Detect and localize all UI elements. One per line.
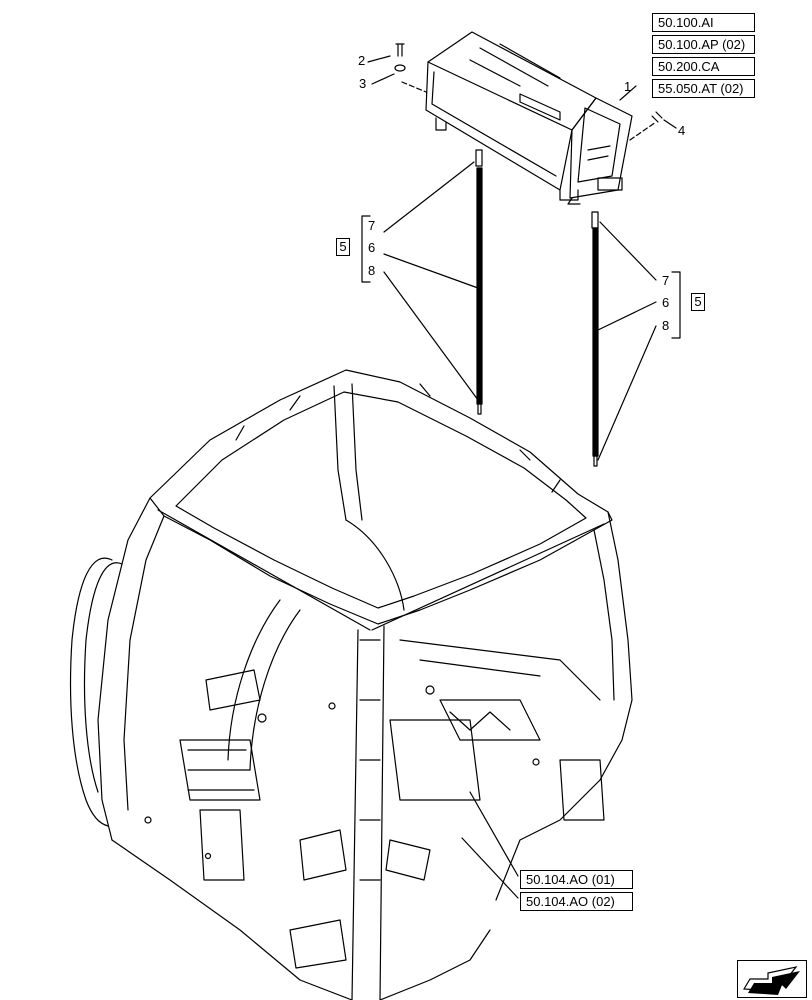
reference-link[interactable]: 50.104.AO (02): [520, 892, 633, 911]
gas-strut-right-drawing: [591, 211, 599, 467]
reference-link[interactable]: 50.100.AI: [652, 13, 755, 32]
callout-6-right: 6: [662, 295, 670, 310]
callout-5-left: 5: [336, 238, 350, 256]
cab-frame-drawing: [69, 369, 633, 1000]
callout-8-right: 8: [662, 318, 670, 333]
reference-link[interactable]: 50.104.AO (01): [520, 870, 633, 889]
callout-8-left: 8: [368, 263, 376, 278]
callout-5-right: 5: [691, 293, 705, 311]
callout-6-left: 6: [368, 240, 376, 255]
control-unit-drawing: [425, 31, 633, 205]
reference-link[interactable]: 50.100.AP (02): [652, 35, 755, 54]
next-page-button[interactable]: [737, 960, 807, 998]
callout-7-right: 7: [662, 273, 670, 288]
gas-strut-left-drawing: [475, 149, 483, 415]
screw-drawing: [394, 43, 663, 123]
callout-4: 4: [678, 123, 686, 138]
reference-link[interactable]: 50.200.CA: [652, 57, 755, 76]
callout-3: 3: [359, 76, 367, 91]
arrow-icon: [742, 966, 800, 995]
callout-7-left: 7: [368, 218, 376, 233]
reference-link[interactable]: 55.050.AT (02): [652, 79, 755, 98]
callout-2: 2: [358, 53, 366, 68]
callout-1: 1: [624, 79, 632, 94]
